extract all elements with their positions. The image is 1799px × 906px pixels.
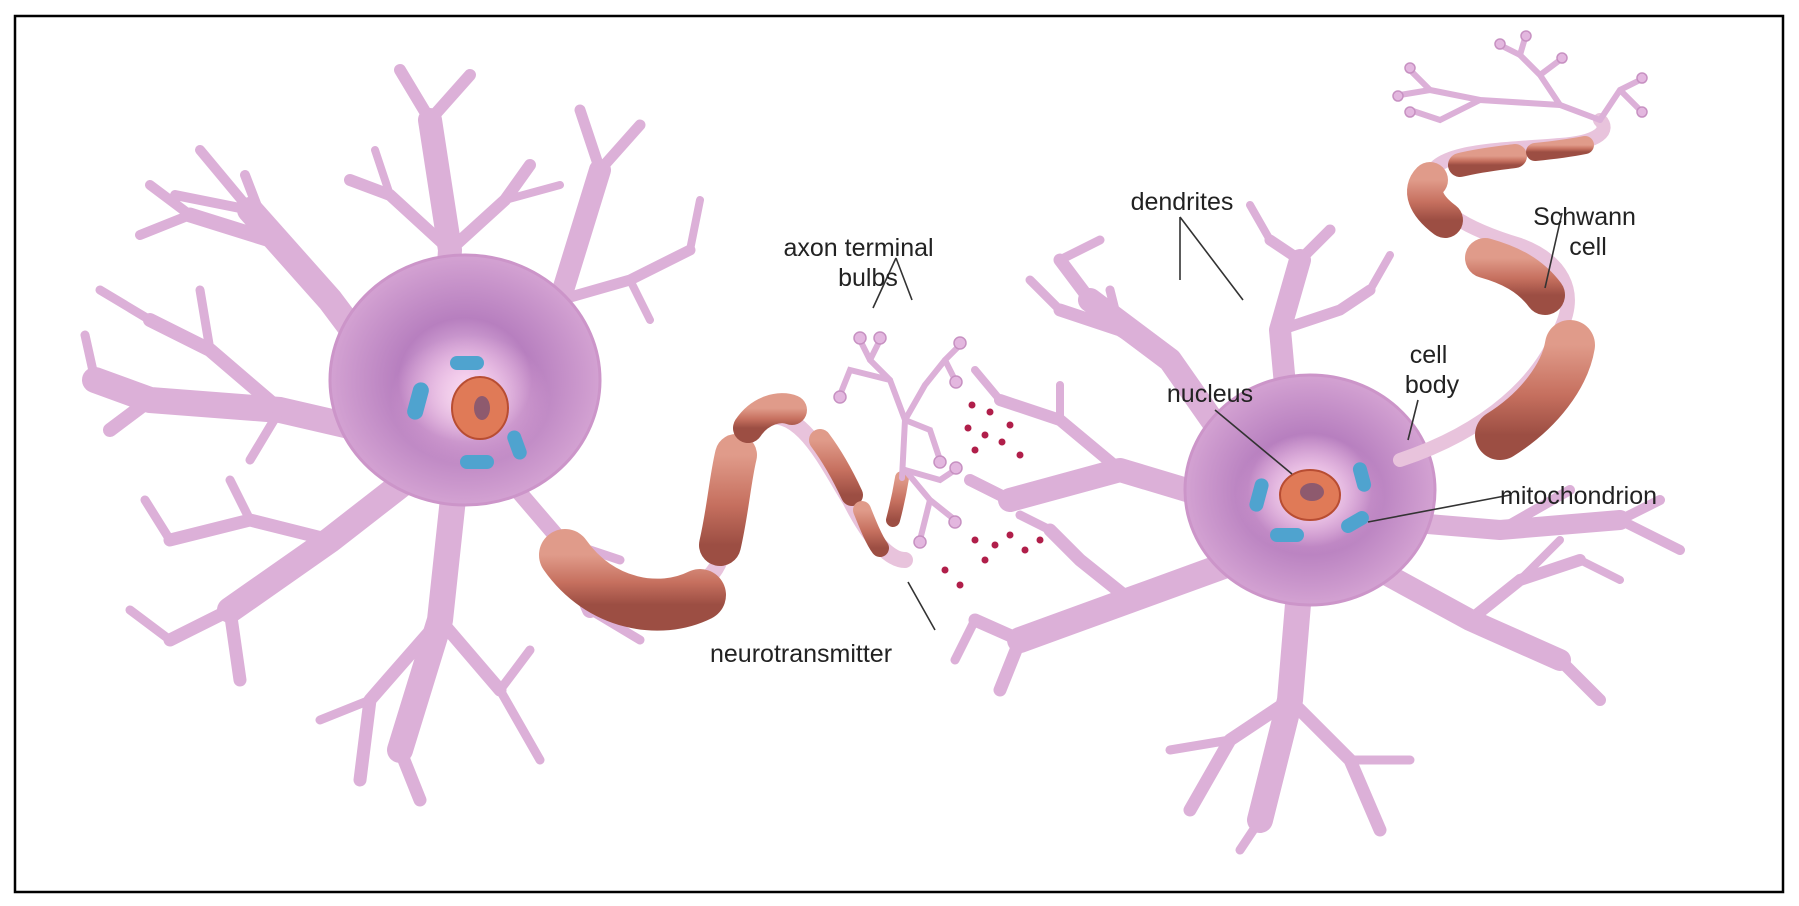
label-nucleus: nucleus (1167, 380, 1253, 408)
label-cell-body-line1: cell (1410, 341, 1448, 369)
label-axon-terminal-line1: axon terminal (783, 234, 933, 262)
myelin-segment (699, 434, 757, 566)
right-axon (1393, 113, 1611, 467)
label-cell-body-line2: body (1405, 371, 1460, 399)
label-axon-terminal-line2: bulbs (838, 264, 898, 292)
leader-lines (872, 212, 1563, 631)
label-schwann-line1: Schwann (1533, 203, 1636, 231)
myelin-segment (853, 501, 889, 557)
label-schwann-cell: Schwann cell (1533, 203, 1643, 261)
myelin-segment (1475, 320, 1595, 460)
axon-terminal-bulbs (833, 331, 967, 549)
myelin-segment (1465, 238, 1565, 315)
left-mitochondria (407, 356, 527, 469)
myelin-segment (886, 471, 909, 527)
label-schwann-line2: cell (1569, 233, 1607, 261)
myelin-segment (539, 529, 726, 631)
label-cell-body: cell body (1405, 341, 1460, 399)
right-dendrites (950, 201, 1685, 855)
myelin-segment (809, 429, 863, 506)
label-dendrites: dendrites (1131, 188, 1234, 216)
right-nucleolus (1300, 483, 1324, 501)
right-mitochondria (1249, 462, 1372, 542)
myelin-segment (733, 393, 807, 443)
axon-terminal-branches (837, 337, 963, 543)
right-terminal-bulbs (1392, 30, 1648, 118)
right-axon-terminals (1397, 35, 1643, 124)
neurotransmitter-dots (941, 401, 1044, 589)
left-nucleolus (474, 396, 490, 420)
label-mitochondrion: mitochondrion (1500, 482, 1657, 510)
right-neuron (950, 201, 1685, 855)
myelin-segment (1448, 144, 1527, 177)
left-axon (539, 393, 913, 631)
myelin-segment (1526, 136, 1594, 161)
label-axon-terminal-bulbs: axon terminal bulbs (783, 234, 940, 292)
myelin-segment (1407, 162, 1463, 238)
label-neurotransmitter: neurotransmitter (710, 640, 892, 668)
